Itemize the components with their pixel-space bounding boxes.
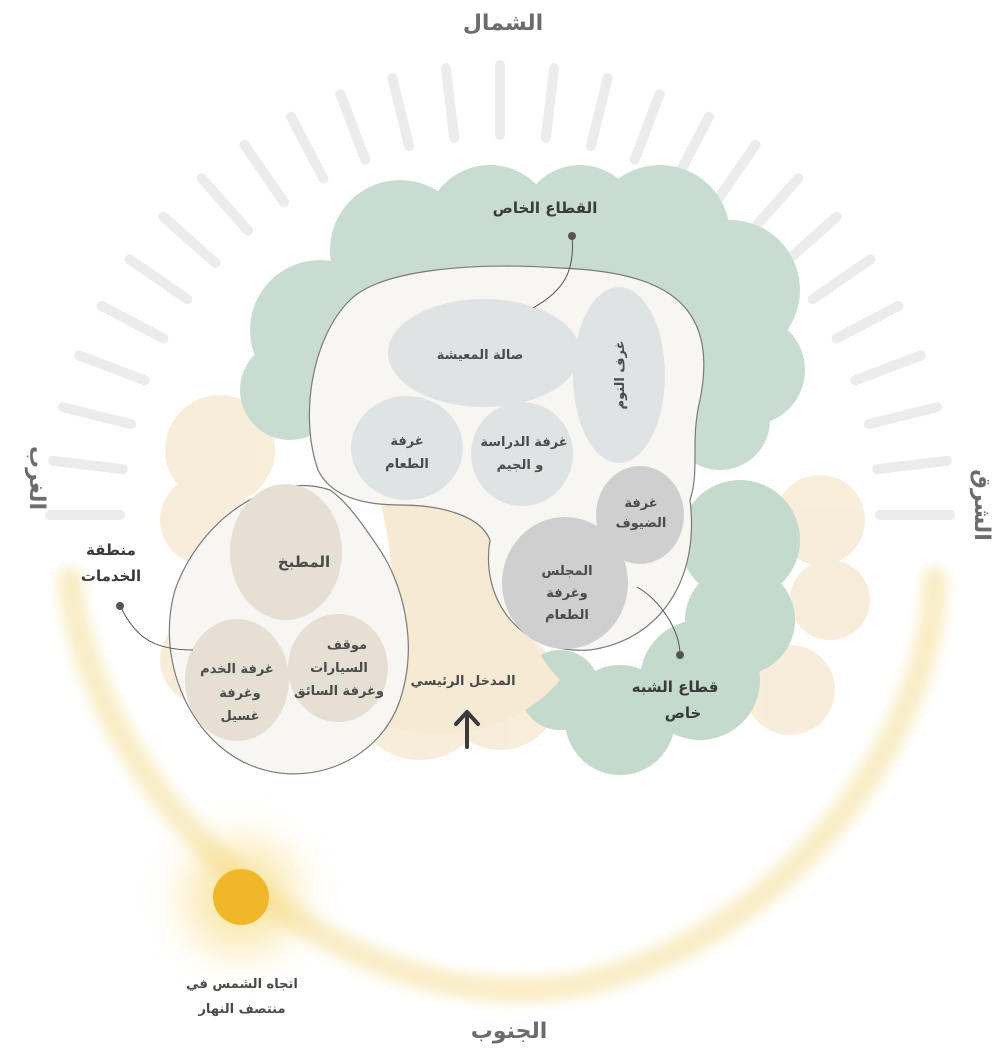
sun-ray [831,300,904,344]
label-dining-2: الطعام [385,457,429,472]
sun-ray [710,139,761,208]
sun-ray [440,63,460,143]
sun-ray [285,111,329,184]
label-entrance: المدخل الرئيسي [410,674,515,689]
label-majlis-2: وغرفة [546,586,587,601]
room-study-gym [471,402,573,506]
room-kitchen [230,484,342,620]
room-maid [185,619,289,741]
sun-ray [96,300,169,344]
services-leader-line [119,605,194,651]
sun-ray [850,350,926,386]
label-guests-1: غرفة [624,496,657,511]
sun-ray [196,173,253,236]
sun-ray [239,139,290,208]
label-study-2: و الجيم [497,458,544,473]
label-majlis-3: الطعام [545,608,589,623]
sun-ray [807,254,876,305]
label-parking-3: وغرفة السائق [294,684,384,699]
room-living [388,299,580,407]
sun-ray [671,111,715,184]
label-west: الغرب [24,446,49,510]
room-parking [288,614,388,722]
semi-leader-line [636,586,681,656]
sun-ray [629,89,665,165]
sun-ray [124,254,193,305]
label-services-zone-2: الخدمات [81,567,141,585]
private-leader-line [532,235,574,309]
label-parking-2: السيارات [310,661,368,676]
label-kitchen: المطبخ [278,553,330,571]
room-majlis [502,517,628,649]
services-leader-dot [116,602,124,610]
label-guests-2: الضيوف [616,516,667,531]
label-south: الجنوب [471,1019,548,1044]
label-semi-zone-2: خاص [665,704,702,722]
sun-ray [58,402,136,430]
sun-ray [864,402,942,430]
room-bedrooms [573,287,665,463]
label-majlis-1: المجلس [541,564,592,579]
sun-ray [335,89,371,165]
sun-ray [387,73,415,151]
label-services-zone-1: منطقة [86,541,136,559]
label-maid-3: غسيل [220,709,259,724]
label-living: صالة المعيشة [437,348,524,363]
room-guests [596,466,684,564]
label-sun-2: منتصف النهار [197,1002,285,1017]
label-dining-1: غرفة [390,434,423,449]
sun-icon [213,869,269,925]
sun-ray [48,455,128,475]
sun-ray [74,350,150,386]
arrow-up-icon [454,710,480,749]
semi-private-zone-bubble [520,480,800,775]
label-maid-2: وغرفة [219,686,260,701]
label-sun-1: اتجاه الشمس في [186,977,298,992]
label-maid-1: غرفة الخدم [200,662,274,677]
sun-ray [872,455,952,475]
label-east: الشرق [969,469,994,541]
sun-rays [45,60,955,520]
room-dining [351,396,463,500]
sun-ray [747,173,804,236]
sun-ray [540,63,560,143]
label-parking-1: موقف [327,638,367,653]
semi-leader-dot [676,651,684,659]
label-private-zone: القطاع الخاص [493,199,598,217]
label-north: الشمال [463,11,543,36]
label-study-1: غرفة الدراسة [480,435,567,450]
sun-path-arc [57,567,948,1004]
sun-ray [779,211,842,268]
entrance-court [380,500,560,734]
label-semi-zone-1: قطاع الشبه [632,678,719,696]
sun-ray [158,211,221,268]
sun-ray [585,73,613,151]
label-bedrooms: غرف النوم [613,341,628,410]
private-leader-dot [568,232,576,240]
